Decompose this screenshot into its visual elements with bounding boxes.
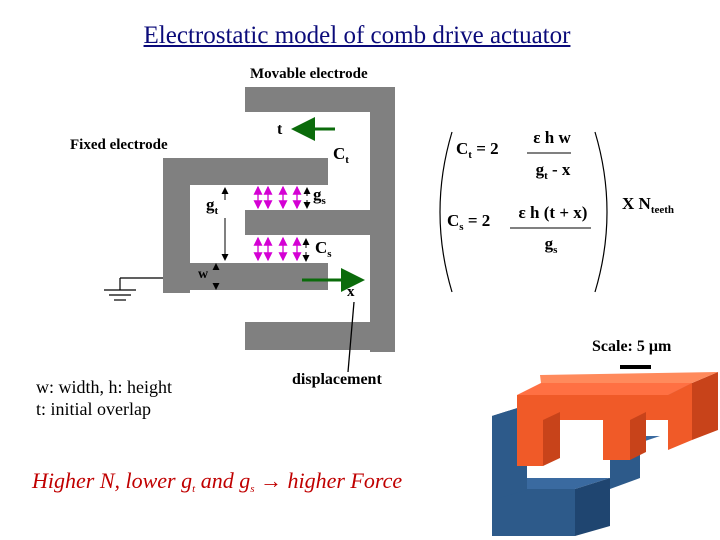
cs-formula-numerator: ε h (t + x) [518,203,588,222]
ct-formula-lhs: Ct = 2 [456,139,499,161]
movable-tooth-bottom [245,322,395,350]
fixed-tooth-upper [163,158,328,185]
note-line-1: w: width, h: height [36,377,172,397]
cs-label: Cs [315,238,332,260]
gap-dimension-arrows [212,187,311,290]
slide-title: Electrostatic model of comb drive actuat… [143,22,571,49]
comb-3d-illustration [492,372,718,536]
note-line-2: t: initial overlap [36,399,151,419]
right-paren [594,131,608,293]
cs-formula-denominator: gs [544,234,558,256]
x-label: x [347,284,355,300]
fixed-tooth-lower [163,263,328,290]
gt-label: gt [206,195,219,217]
ct-label: Ct [333,144,349,166]
fixed-electrode-label: Fixed electrode [70,137,168,153]
ground-icon [104,277,163,301]
teeth-multiplier: X Nteeth [622,194,675,216]
conclusion-text: Higher N, lower gt and gs → higher Force [32,468,403,495]
movable-tooth-middle [245,210,395,235]
cs-formula-lhs: Cs = 2 [447,211,491,233]
notes: w: width, h: height t: initial overlap [36,376,172,420]
left-paren [439,131,453,293]
ct-formula-denominator: gt - x [535,160,571,182]
scale-label: Scale: 5 μm [592,338,672,355]
displacement-label: displacement [292,371,382,388]
field-lines [253,185,302,262]
ct-formula-numerator: ε h w [533,128,571,147]
w-label: w [198,267,209,282]
displacement-pointer [347,301,355,373]
movable-electrode-top [245,87,395,112]
overlap-t-label: t [277,121,283,138]
movable-electrode-label: Movable electrode [250,66,368,82]
gs-label: gs [313,185,326,207]
